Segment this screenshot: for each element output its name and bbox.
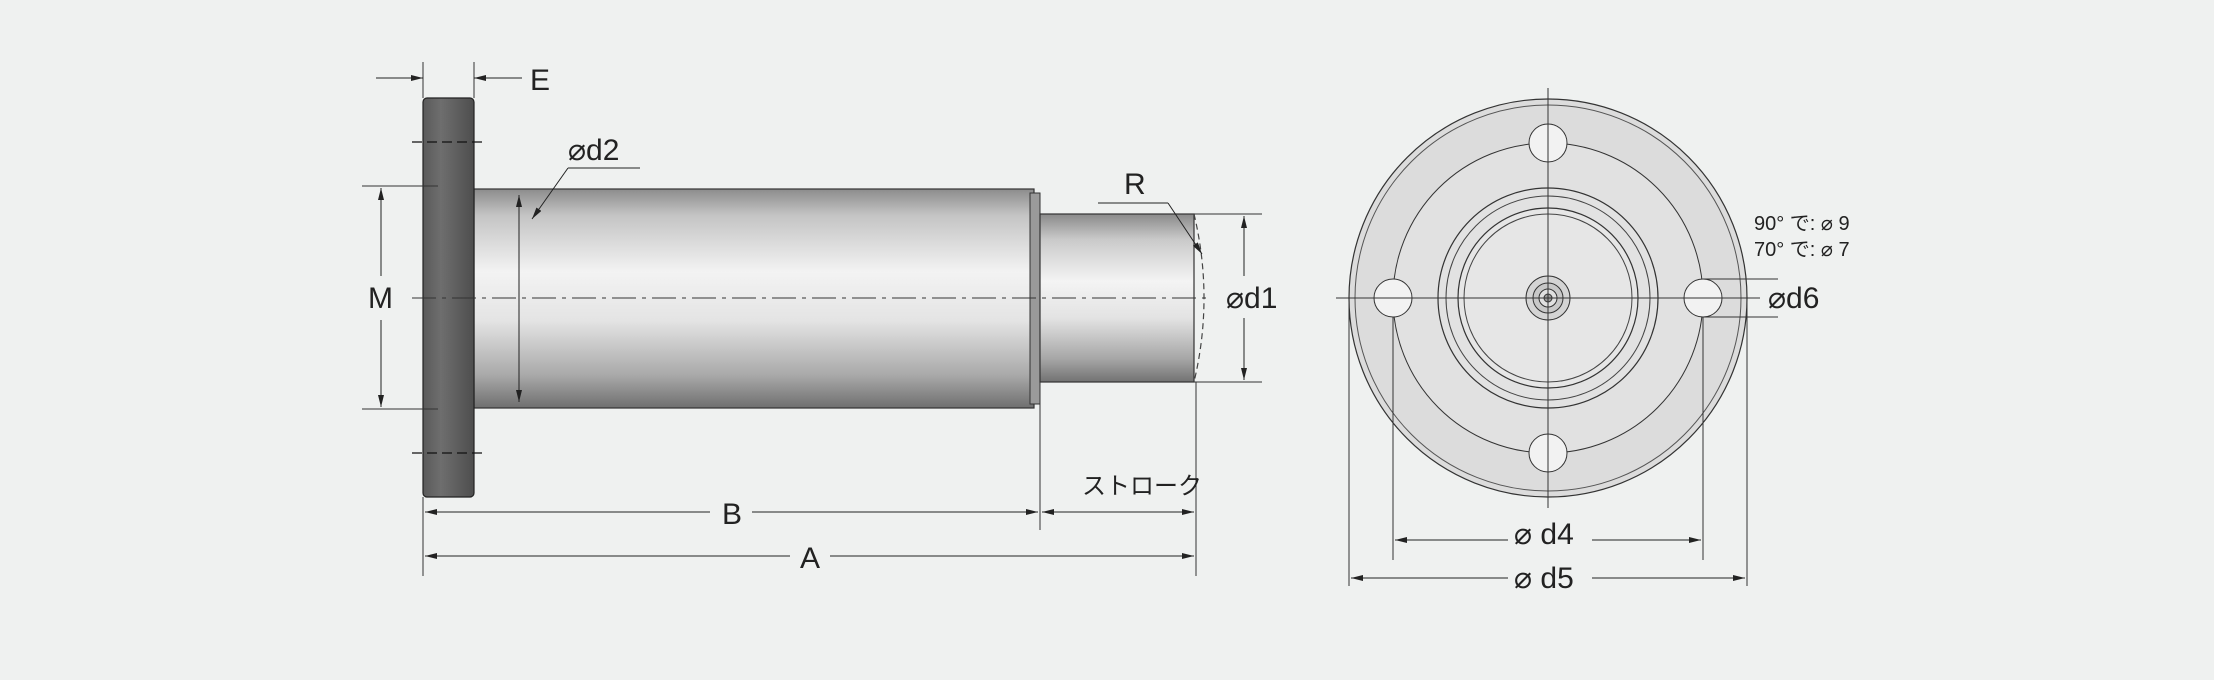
side-view: E ⌀d2 R ⌀d1 M xyxy=(362,62,1277,576)
label-d1: ⌀d1 xyxy=(1226,282,1277,315)
dimension-d4: ⌀ d4 xyxy=(1395,518,1701,551)
dimension-d6: ⌀d6 xyxy=(1703,278,1819,318)
label-d6: ⌀d6 xyxy=(1768,282,1819,315)
dimension-r: R xyxy=(1098,168,1203,255)
dimension-d1: ⌀d1 xyxy=(1194,213,1277,383)
hole-note-70: 70° で: ⌀ 7 xyxy=(1754,239,1850,261)
dimension-b: B xyxy=(425,498,1038,531)
label-m: M xyxy=(368,282,393,315)
dimension-stroke: ストローク xyxy=(1042,473,1202,515)
dimension-e: E xyxy=(376,62,550,98)
dimension-d2: ⌀d2 xyxy=(516,134,640,402)
label-stroke: ストローク xyxy=(1082,473,1202,500)
label-a: A xyxy=(800,542,820,575)
label-d4: ⌀ d4 xyxy=(1514,518,1574,551)
front-view: 90° で: ⌀ 9 70° で: ⌀ 7 ⌀d6 ⌀ d4 ⌀ d5 xyxy=(1336,88,1850,595)
label-r: R xyxy=(1124,168,1146,201)
dimension-m: M xyxy=(362,185,438,410)
dimension-d5: ⌀ d5 xyxy=(1351,562,1745,595)
label-d2: ⌀d2 xyxy=(568,134,619,167)
dimension-a: A xyxy=(425,542,1194,575)
label-e: E xyxy=(530,64,550,97)
hole-note-90: 90° で: ⌀ 9 xyxy=(1754,213,1850,235)
label-d5: ⌀ d5 xyxy=(1514,562,1574,595)
label-b: B xyxy=(722,498,742,531)
